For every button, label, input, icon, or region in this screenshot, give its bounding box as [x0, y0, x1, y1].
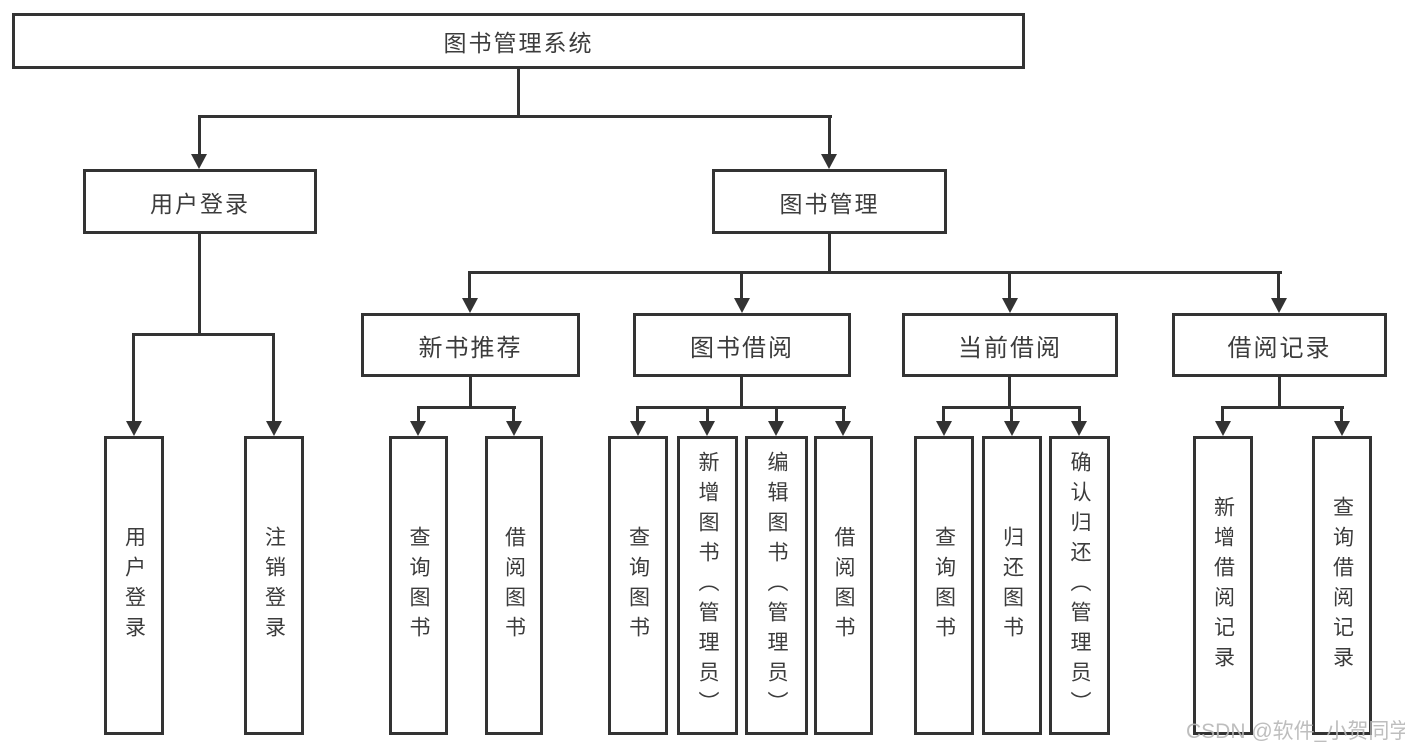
connector-drop-bb-edit — [775, 406, 778, 422]
arrowhead-leaf-user-login — [126, 421, 142, 436]
leaf-cb-query-book: 查询图书 — [914, 436, 974, 735]
node-book-borrow: 图书借阅 — [633, 313, 851, 377]
connector-new-book-stem — [469, 377, 472, 409]
arrowhead-bb-edit — [768, 421, 784, 436]
leaf-logout: 注销登录 — [244, 436, 304, 735]
node-new-book-recommend: 新书推荐 — [361, 313, 580, 377]
connector-drop-borrow-record — [1277, 271, 1280, 299]
arrowhead-leaf-logout — [266, 421, 282, 436]
connector-book-borrow-rail — [636, 406, 846, 409]
arrowhead-user-login — [191, 154, 207, 169]
arrowhead-nb-query — [410, 421, 426, 436]
connector-drop-cb-return — [1010, 406, 1013, 422]
connector-drop-cb-confirm — [1078, 406, 1081, 422]
arrowhead-bb-query — [630, 421, 646, 436]
arrowhead-cb-confirm — [1071, 421, 1087, 436]
arrowhead-bb-add — [699, 421, 715, 436]
arrowhead-br-query — [1334, 421, 1350, 436]
connector-drop-nb-borrow — [512, 406, 515, 422]
leaf-bb-query-book: 查询图书 — [608, 436, 668, 735]
connector-drop-br-add — [1221, 406, 1224, 422]
connector-borrow-record-stem — [1278, 377, 1281, 409]
arrowhead-cb-return — [1004, 421, 1020, 436]
connector-drop-bb-query — [636, 406, 639, 422]
connector-current-borrow-stem — [1008, 377, 1011, 409]
node-root: 图书管理系统 — [12, 13, 1025, 69]
leaf-cb-confirm-return-admin: 确认归还（管理员） — [1049, 436, 1110, 735]
arrowhead-cb-query — [936, 421, 952, 436]
connector-drop-nb-query — [417, 406, 420, 422]
connector-root-drop-user-login — [198, 115, 201, 156]
arrowhead-nb-borrow — [506, 421, 522, 436]
arrowhead-current-borrow — [1002, 298, 1018, 313]
connector-book-management-stem — [828, 234, 831, 274]
connector-drop-book-borrow — [740, 271, 743, 299]
connector-drop-current-borrow — [1008, 271, 1011, 299]
leaf-cb-return-book: 归还图书 — [982, 436, 1042, 735]
arrowhead-br-add — [1215, 421, 1231, 436]
arrowhead-book-management — [821, 154, 837, 169]
connector-root-rail — [198, 115, 832, 118]
leaf-bb-borrow-book: 借阅图书 — [814, 436, 873, 735]
arrowhead-bb-borrow — [835, 421, 851, 436]
connector-new-book-rail — [417, 406, 516, 409]
csdn-watermark: CSDN @软件_小贺同学 — [1186, 720, 1405, 743]
connector-book-management-rail — [469, 271, 1282, 274]
leaf-user-login: 用户登录 — [104, 436, 164, 735]
leaf-br-add-record: 新增借阅记录 — [1193, 436, 1253, 735]
node-borrow-record: 借阅记录 — [1172, 313, 1387, 377]
connector-user-login-stem — [198, 234, 201, 336]
connector-root-drop-book-management — [828, 115, 831, 156]
connector-drop-br-query — [1340, 406, 1343, 422]
node-current-borrow: 当前借阅 — [902, 313, 1118, 377]
arrowhead-book-borrow — [734, 298, 750, 313]
node-user-login: 用户登录 — [83, 169, 317, 234]
connector-drop-leaf-user-login — [132, 333, 135, 422]
connector-root-stem — [517, 69, 520, 118]
node-book-management: 图书管理 — [712, 169, 947, 234]
connector-drop-cb-query — [942, 406, 945, 422]
connector-borrow-record-rail — [1221, 406, 1344, 409]
leaf-bb-edit-book-admin: 编辑图书（管理员） — [745, 436, 808, 735]
connector-user-login-rail — [132, 333, 275, 336]
connector-drop-bb-add — [706, 406, 709, 422]
connector-drop-bb-borrow — [842, 406, 845, 422]
leaf-br-query-record: 查询借阅记录 — [1312, 436, 1372, 735]
leaf-nb-borrow-book: 借阅图书 — [485, 436, 543, 735]
leaf-bb-add-book-admin: 新增图书（管理员） — [677, 436, 738, 735]
arrowhead-new-book-recommend — [462, 298, 478, 313]
connector-drop-new-book-recommend — [468, 271, 471, 299]
leaf-nb-query-book: 查询图书 — [389, 436, 448, 735]
connector-book-borrow-stem — [740, 377, 743, 409]
connector-drop-leaf-logout — [272, 333, 275, 422]
arrowhead-borrow-record — [1271, 298, 1287, 313]
